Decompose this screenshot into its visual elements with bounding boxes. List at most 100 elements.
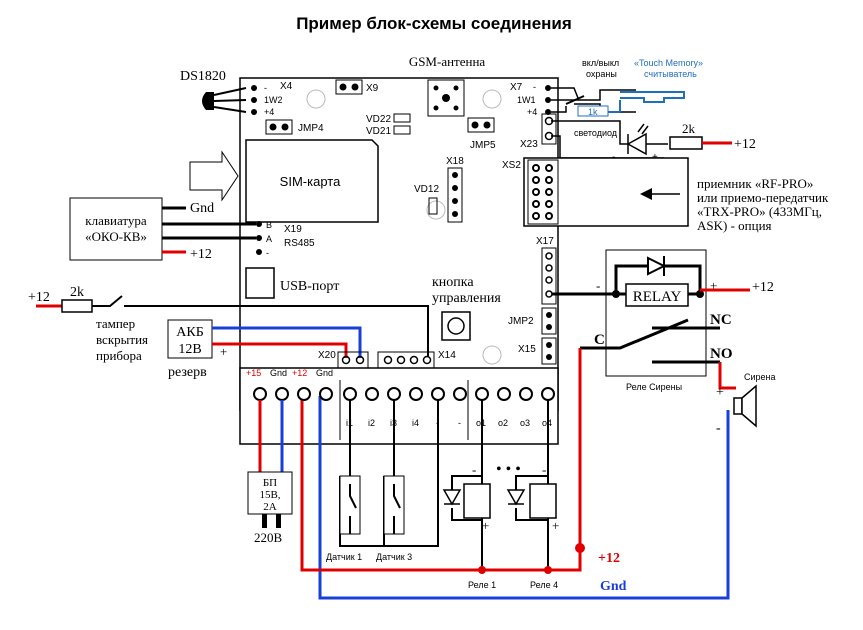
siren-label: Сирена: [744, 372, 776, 382]
x4-plus4: +4: [264, 107, 274, 117]
relay-c: C: [594, 332, 605, 348]
x14-connector: [377, 351, 435, 369]
svetodiod-label: светодиод: [574, 128, 618, 138]
tamper-label-2: вскрытия: [96, 332, 148, 347]
gsm-antenna-label: GSM-антенна: [409, 54, 486, 69]
ds1820-sensor: [202, 87, 247, 113]
x4-minus: -: [264, 83, 267, 93]
led-diode: [551, 120, 668, 159]
relay-4: [506, 483, 557, 519]
jmp5-label: JMP5: [470, 140, 496, 151]
vd21-label: VD21: [366, 126, 391, 137]
r2k-top-label: 2k: [682, 121, 696, 136]
x7-1w1: 1W1: [517, 95, 536, 105]
relay-1: [442, 483, 491, 519]
akb-label-1: АКБ: [176, 325, 204, 340]
bp-label-3: 2А: [263, 501, 277, 513]
relay-nc: NC: [710, 312, 732, 328]
mount-hole: [306, 89, 326, 109]
relay-plus: +: [710, 278, 717, 293]
keyboard-box: [69, 197, 163, 261]
rs485-label: RS485: [284, 238, 315, 249]
plus12-relay-label: +12: [752, 280, 774, 295]
jmp4-label: JMP4: [298, 123, 324, 134]
plus12-top-label: +12: [734, 137, 756, 152]
main-board: [239, 77, 559, 411]
vd12-label: VD12: [414, 184, 439, 195]
rele1-label: Реле 1: [468, 580, 496, 590]
xs2-label: XS2: [502, 160, 521, 171]
x17-label: X17: [536, 236, 554, 247]
keyboard-label-1: клавиатура: [85, 213, 147, 228]
vd22-label: VD22: [366, 114, 391, 125]
x9-connector: [335, 79, 363, 95]
x9-label: X9: [366, 83, 379, 94]
x4-connector: [251, 85, 257, 115]
bp-label-1: БП: [263, 477, 277, 489]
x19-b: B: [266, 220, 272, 230]
rele4-plus: +: [552, 518, 559, 533]
x23-label: X23: [520, 139, 538, 150]
siren-minus: -: [716, 421, 721, 436]
rele4-label: Реле 4: [530, 580, 558, 590]
term-plus12: +12: [292, 368, 307, 378]
akb-plus: +: [220, 344, 227, 359]
resistor-2k-tamper: [61, 299, 93, 313]
usb-port: [245, 267, 275, 299]
sensor-1: [339, 475, 361, 535]
relay-label: RELAY: [633, 289, 682, 305]
plus12-kb-label: +12: [190, 247, 212, 262]
x18-label: X18: [446, 156, 464, 167]
x4-label: X4: [280, 81, 293, 92]
usb-label: USB-порт: [280, 279, 339, 294]
siren-speaker: [733, 384, 757, 428]
plus12-tamper-label: +12: [28, 290, 50, 305]
v220-label: 220В: [254, 530, 283, 545]
arm-switch: [565, 95, 585, 105]
x20-connector: [337, 351, 369, 369]
tamper-label-3: прибора: [96, 348, 142, 363]
jmp5-jumper: [467, 117, 495, 133]
jmp2-label: JMP2: [508, 316, 534, 327]
rezerv-label: резерв: [168, 365, 207, 380]
battery-box: [167, 319, 213, 359]
rele4-minus: -: [542, 462, 546, 477]
x15-label: X15: [518, 344, 536, 355]
x7-label: X7: [510, 82, 523, 93]
rele1-plus: +: [482, 518, 489, 533]
sim-card-slot: [245, 139, 379, 223]
receiver-label-3: «TRX-PRO» (433МГц,: [697, 204, 822, 219]
akb-minus: -: [224, 318, 228, 333]
term-dash2: -: [458, 418, 461, 428]
x23-connector: [541, 113, 557, 145]
resistor-2k-top: [669, 136, 703, 150]
x18-connector: [447, 167, 463, 223]
diagram-title: Пример блок-схемы соединения: [296, 14, 572, 33]
siren-relay-label: Реле Сирены: [626, 382, 682, 392]
button-label-1: кнопка: [432, 275, 474, 290]
rele1-minus: -: [472, 462, 476, 477]
vd22-led: [393, 113, 411, 123]
term-plus15: +15: [246, 368, 261, 378]
r2k-tamper-label: 2k: [70, 285, 84, 300]
siren-plus: +: [716, 385, 724, 400]
term-i2: i2: [368, 418, 375, 428]
terminal-block: [239, 367, 559, 445]
term-gnd1: Gnd: [270, 368, 287, 378]
datchik3-label: Датчик 3: [376, 552, 412, 562]
keyboard-label-2: «ОКО-КВ»: [85, 229, 147, 244]
touch-memory-label-1: «Touch Memory»: [634, 58, 703, 68]
x7-plus4: +4: [527, 107, 537, 117]
r1k-label: 1k: [588, 107, 598, 117]
term-gnd2: Gnd: [316, 368, 333, 378]
rf-module: [523, 157, 689, 227]
relays-ellipsis: • • •: [496, 461, 521, 478]
x19-label: X19: [284, 224, 302, 235]
mount-hole: [426, 200, 446, 220]
touch-memory-label-2: считыватель: [644, 69, 697, 79]
vd12-led: [428, 197, 438, 215]
x4-1w2: 1W2: [264, 95, 283, 105]
datchik1-label: Датчик 1: [326, 552, 362, 562]
mount-hole: [482, 89, 502, 109]
